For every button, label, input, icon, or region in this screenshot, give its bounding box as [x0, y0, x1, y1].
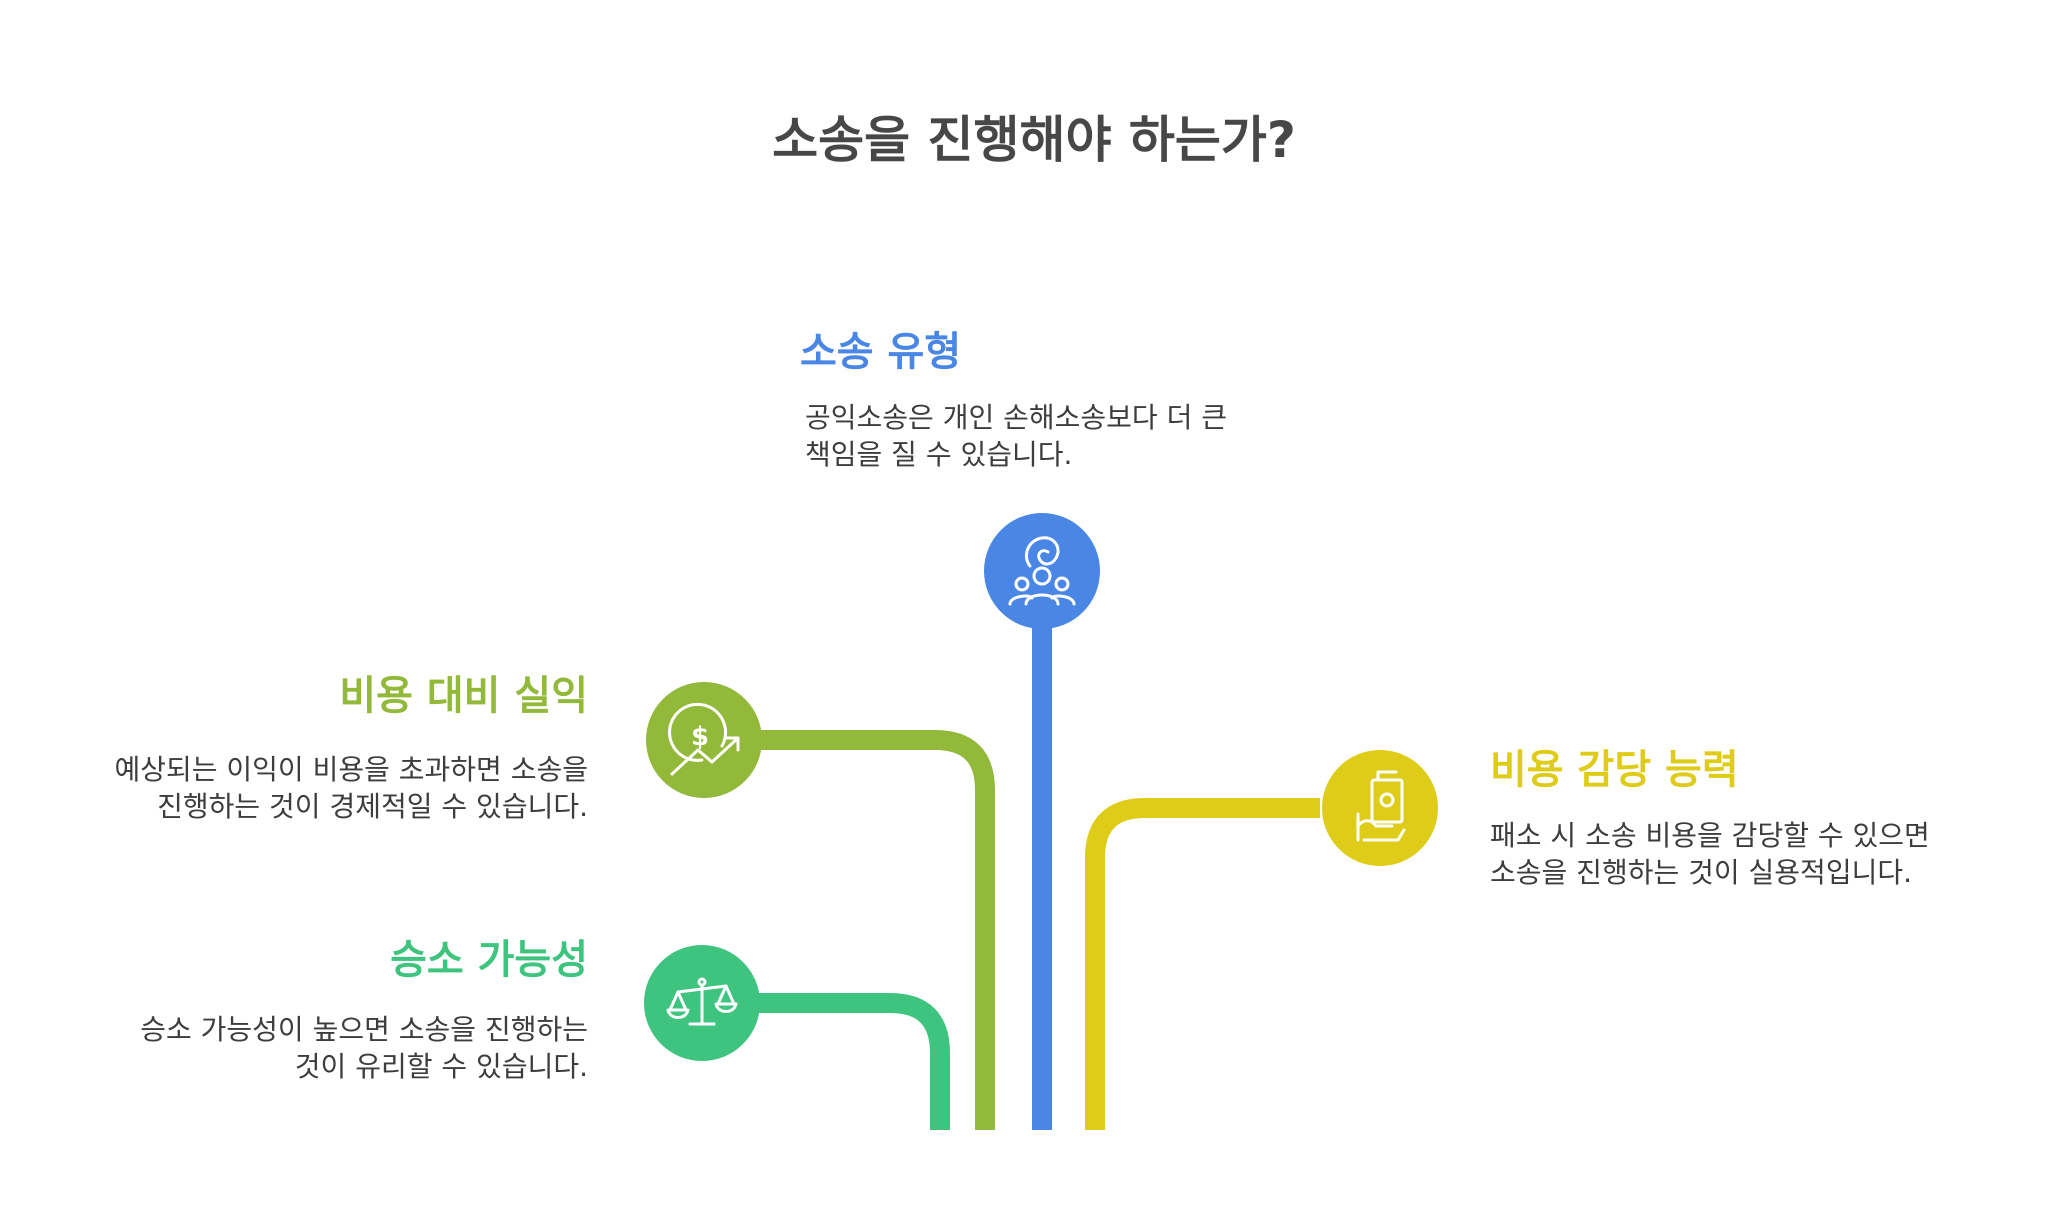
win-probability-description: 승소 가능성이 높으면 소송을 진행하는 것이 유리할 수 있습니다. [140, 1013, 588, 1083]
svg-text:$: $ [691, 722, 709, 752]
node-cost-benefit: $ [646, 682, 762, 798]
win-probability-title: 승소 가능성 [390, 937, 588, 983]
node-win-probability [644, 945, 760, 1061]
node-litigation-type [984, 513, 1100, 629]
litigation-type-title: 소송 유형 [800, 329, 962, 375]
connector-win-probability [755, 993, 950, 1130]
people-hand-icon [1008, 536, 1076, 606]
connector-affordability [1085, 798, 1320, 1130]
page-title: 소송을 진행해야 하는가? [772, 111, 1296, 169]
cost-benefit-title: 비용 대비 실익 [339, 673, 588, 719]
affordability-description: 패소 시 소송 비용을 감당할 수 있으면 소송을 진행하는 것이 실용적입니다… [1490, 819, 1930, 889]
affordability-title: 비용 감당 능력 [1490, 747, 1739, 793]
cost-benefit-description: 예상되는 이익이 비용을 초과하면 소송을 진행하는 것이 경제적일 수 있습니… [114, 753, 588, 823]
litigation-type-description: 공익소송은 개인 손해소송보다 더 큰 책임을 질 수 있습니다. [805, 401, 1228, 471]
dollar-growth-icon: $ [668, 702, 740, 776]
scales-icon [666, 977, 738, 1026]
node-affordability [1322, 750, 1438, 866]
connector-cost-benefit [760, 730, 995, 1130]
money-hand-icon [1356, 770, 1406, 842]
